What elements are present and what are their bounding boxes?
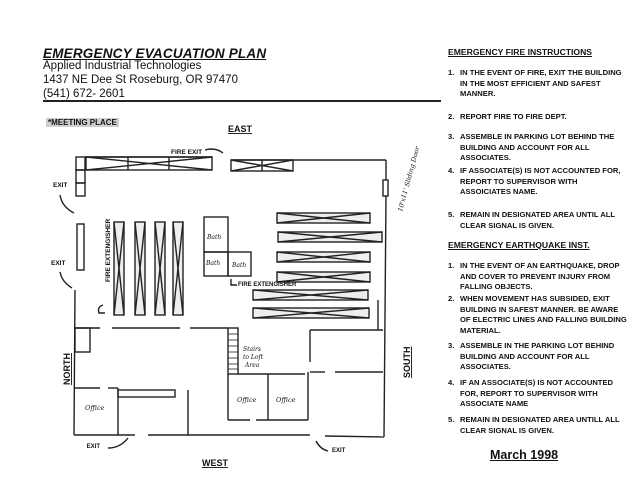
earthquake-instruction-item: 3.ASSEMBLE IN THE PARKING LOT BEHIND BUI…: [448, 341, 615, 371]
earthquake-instruction-item: 5.REMAIN IN DESIGNATED AREA UNTILL ALL C…: [448, 415, 620, 435]
plan-date: March 1998: [490, 448, 559, 462]
exit-label: EXIT: [51, 260, 65, 267]
fire-exit-label: FIRE EXIT: [171, 149, 202, 156]
stairs-label: Stairs: [243, 346, 261, 353]
fire-instruction-item: 4.IF ASSOCIATE(S) IS NOT ACCOUNTED FOR, …: [448, 166, 621, 196]
meeting-place-label: *MEETING PLACE: [46, 118, 119, 127]
storage-rack: [277, 231, 383, 243]
stairs-label: Area: [244, 362, 260, 369]
earthquake-instruction-item: 1.IN THE EVENT OF AN EARTHQUAKE, DROP AN…: [448, 261, 620, 291]
fire-instruction-item: 1.IN THE EVENT OF FIRE, EXIT THE BUILDIN…: [448, 68, 622, 98]
bath-label: Bath: [205, 260, 220, 267]
stairs-label: to Loft: [243, 354, 264, 361]
storage-rack: [172, 221, 184, 316]
fire-extinguisher-label: FIRE EXTENGISHER: [238, 282, 297, 288]
east-label: EAST: [228, 124, 253, 134]
storage-rack: [276, 212, 371, 224]
fire-instruction-item: 2.REPORT FIRE TO FIRE DEPT.: [448, 112, 567, 121]
storage-rack: [252, 289, 369, 301]
west-label: WEST: [202, 458, 229, 468]
earthquake-instructions-title: EMERGENCY EARTHQUAKE INST.: [448, 240, 590, 250]
office-label: Office: [85, 404, 105, 412]
earthquake-instruction-item: 4.IF AN ASSOCIATE(S) IS NOT ACCOUNTED FO…: [448, 378, 613, 408]
company-address: 1437 NE Dee St Roseburg, OR 97470: [43, 74, 238, 86]
storage-rack: [276, 251, 371, 263]
exit-label: EXIT: [53, 182, 67, 189]
exit-label: EXIT: [87, 444, 101, 450]
fire-extinguisher-label: FIRE EXTENGISHER: [105, 218, 112, 282]
office-label: Office: [237, 396, 257, 404]
header-divider: [43, 100, 441, 102]
company-phone: (541) 672- 2601: [43, 88, 125, 100]
fire-instruction-item: 5.REMAIN IN DESIGNATED AREA UNTIL ALL CL…: [448, 210, 615, 230]
storage-rack: [154, 221, 166, 316]
office-label: Office: [276, 396, 296, 404]
earthquake-instruction-item: 2.WHEN MOVEMENT HAS SUBSIDED, EXIT BUILD…: [448, 294, 627, 335]
fire-instruction-item: 3.ASSEMBLE IN PARKING LOT BEHIND THE BUI…: [448, 132, 615, 162]
fire-instructions-title: EMERGENCY FIRE INSTRUCTIONS: [448, 47, 593, 57]
storage-rack: [134, 221, 146, 316]
storage-rack: [276, 271, 371, 283]
bath-label: Bath: [231, 262, 246, 269]
exit-label: EXIT: [332, 448, 346, 454]
page-title: EMERGENCY EVACUATION PLAN: [43, 46, 267, 61]
company-name: Applied Industrial Technologies: [43, 60, 202, 72]
sliding-door-label: 10'x11' Sliding Door: [396, 145, 421, 213]
bath-label: Bath: [206, 234, 221, 241]
storage-rack: [113, 221, 125, 316]
storage-rack: [252, 307, 370, 319]
south-label: SOUTH: [402, 347, 412, 379]
north-label: NORTH: [62, 353, 72, 385]
